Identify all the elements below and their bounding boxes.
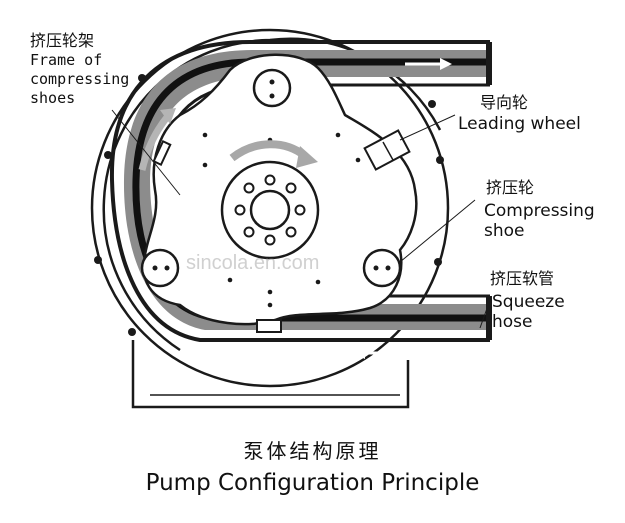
caption-en: Pump Configuration Principle [145, 470, 480, 496]
housing-bolts [94, 74, 444, 336]
rotation-arrow [229, 140, 318, 168]
hose-outlet-end [486, 42, 492, 85]
rotor-hub [220, 160, 320, 260]
hose-inlet-end [486, 296, 492, 340]
rotor-dots [202, 132, 361, 308]
label-frame-en-1: Frame of [30, 51, 103, 69]
leading-wheel [363, 129, 411, 171]
label-hose-zh: 挤压软管 [490, 269, 555, 288]
compressing-shoe-top [252, 68, 292, 108]
label-leading-en: Leading wheel [458, 114, 581, 134]
leader-lines [111, 109, 491, 329]
label-hose-en-2: hose [492, 312, 533, 332]
bottom-clamp [256, 319, 282, 333]
label-shoe-en-1: Compressing [484, 201, 595, 221]
flow-arrow-in [353, 347, 400, 359]
caption-zh: 泵体结构原理 [243, 439, 382, 463]
shoe-frame-clamp [152, 140, 172, 166]
label-shoe-en-2: shoe [484, 221, 525, 241]
flow-arrow-out [405, 58, 452, 70]
label-hose-en-1: Squeeze [492, 292, 565, 312]
label-leading-zh: 导向轮 [480, 93, 529, 112]
label-shoe-zh: 挤压轮 [486, 178, 535, 197]
label-frame-en-3: shoes [30, 89, 76, 107]
hose-band [123, 50, 491, 330]
label-frame-zh: 挤压轮架 [30, 31, 95, 50]
compressing-shoe-right [362, 248, 402, 288]
hose-outer-path [109, 40, 490, 342]
watermark: sincola.en.com [186, 252, 320, 274]
track-rotation-arrow [138, 108, 176, 171]
label-frame-en-2: compressing [30, 70, 130, 88]
compressing-shoe-left [140, 248, 180, 288]
